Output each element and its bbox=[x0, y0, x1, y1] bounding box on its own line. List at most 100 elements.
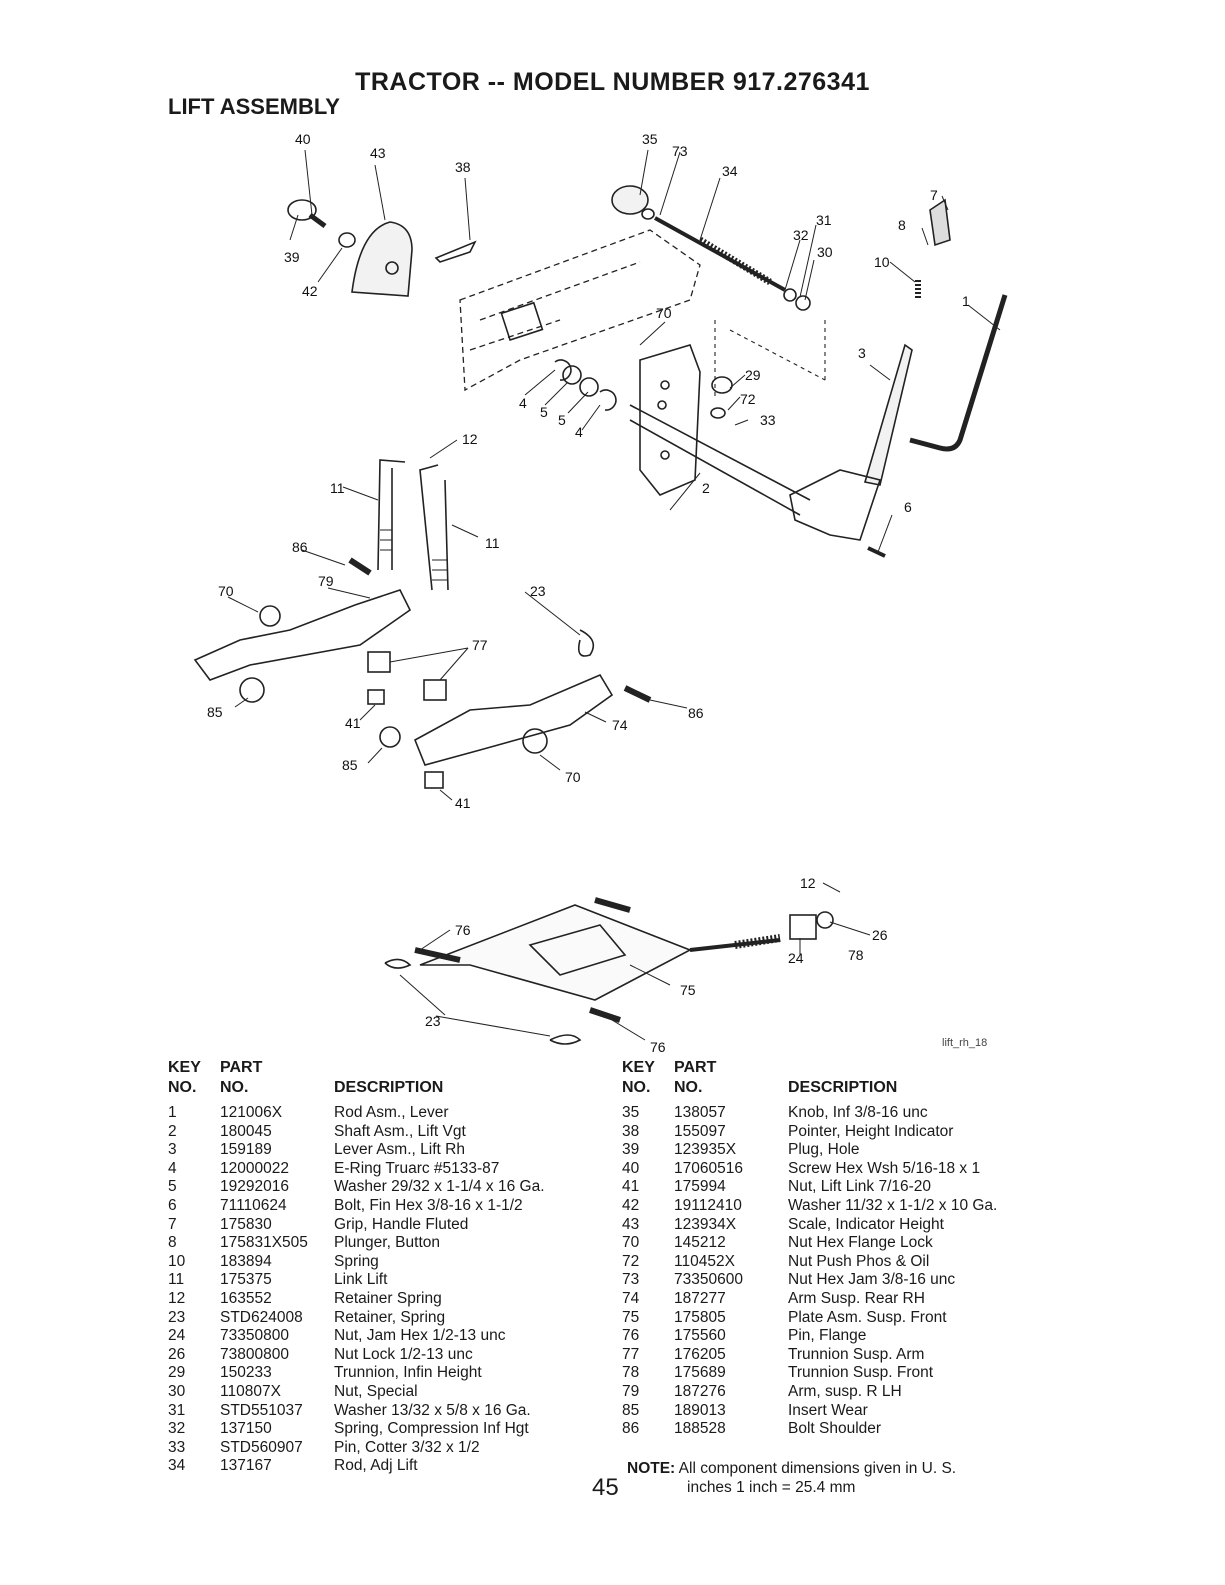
part-no: 189013 bbox=[674, 1401, 726, 1419]
key-no: 5 bbox=[168, 1178, 177, 1196]
svg-text:4: 4 bbox=[575, 424, 583, 440]
description: Trunnion Susp. Front bbox=[788, 1364, 934, 1382]
lever-pivot bbox=[789, 469, 882, 541]
washer-31 bbox=[795, 295, 811, 311]
trunnion-77 bbox=[367, 651, 391, 673]
svg-text:39: 39 bbox=[284, 249, 300, 265]
key-no: 40 bbox=[622, 1159, 640, 1177]
key-no: 78 bbox=[622, 1364, 640, 1382]
link-lift-right bbox=[419, 464, 449, 591]
part-no: 180045 bbox=[220, 1122, 272, 1140]
part-no: 110807X bbox=[220, 1382, 281, 1400]
key-no: 85 bbox=[622, 1401, 640, 1419]
key-no: 72 bbox=[622, 1252, 640, 1270]
key-no: 1 bbox=[168, 1104, 177, 1121]
description: Pin, Cotter 3/32 x 1/2 bbox=[334, 1438, 480, 1456]
front-trunnion bbox=[789, 914, 817, 940]
callout-labels: 40 43 38 39 42 35 73 34 31 32 30 7 8 10 … bbox=[207, 131, 987, 1055]
key-no: 42 bbox=[622, 1196, 640, 1214]
key-no: 33 bbox=[168, 1438, 186, 1456]
retainer-spring-23b bbox=[549, 1034, 582, 1045]
key-no: 74 bbox=[622, 1289, 640, 1307]
svg-text:2: 2 bbox=[702, 480, 710, 496]
svg-text:6: 6 bbox=[904, 499, 912, 515]
insert-wear-85 bbox=[239, 677, 265, 703]
flange-nut-70 bbox=[259, 605, 281, 627]
part-no-header: PART bbox=[674, 1059, 717, 1076]
svg-text:7: 7 bbox=[930, 187, 938, 203]
key-no: 38 bbox=[622, 1122, 640, 1140]
description: Pin, Flange bbox=[788, 1327, 867, 1345]
flange-pin-76c bbox=[414, 947, 461, 963]
key-no: 31 bbox=[168, 1401, 186, 1419]
description: Washer 29/32 x 1-1/4 x 16 Ga. bbox=[334, 1178, 545, 1196]
description: Nut, Jam Hex 1/2-13 unc bbox=[334, 1327, 506, 1345]
svg-text:76: 76 bbox=[650, 1039, 666, 1055]
description-header: DESCRIPTION bbox=[788, 1079, 898, 1096]
svg-text:8: 8 bbox=[898, 217, 906, 233]
svg-text:34: 34 bbox=[722, 163, 738, 179]
retainer-spring-23 bbox=[577, 629, 595, 657]
part-no: STD624008 bbox=[220, 1308, 303, 1326]
description: Lever Asm., Lift Rh bbox=[334, 1141, 465, 1159]
svg-text:29: 29 bbox=[745, 367, 761, 383]
key-no: 4 bbox=[168, 1159, 177, 1177]
description: Pointer, Height Indicator bbox=[788, 1122, 954, 1140]
svg-text:11: 11 bbox=[330, 480, 345, 496]
description: Link Lift bbox=[334, 1271, 388, 1289]
key-no: 12 bbox=[168, 1289, 186, 1307]
svg-text:33: 33 bbox=[760, 412, 776, 428]
height-pointer bbox=[434, 240, 477, 263]
part-no: 123935X bbox=[674, 1141, 737, 1159]
description: Retainer, Spring bbox=[334, 1308, 446, 1326]
svg-text:78: 78 bbox=[848, 947, 864, 963]
key-no-header: KEY bbox=[622, 1059, 655, 1076]
part-no: 123934X bbox=[674, 1215, 737, 1233]
part-no: 73800800 bbox=[220, 1345, 289, 1363]
leader-lines bbox=[227, 149, 1001, 1041]
lift-assembly-diagram: 40 43 38 39 42 35 73 34 31 32 30 7 8 10 … bbox=[193, 131, 1008, 1055]
svg-text:41: 41 bbox=[455, 795, 471, 811]
part-no: STD560907 bbox=[220, 1438, 303, 1456]
description: Rod Asm., Lever bbox=[334, 1104, 449, 1121]
key-no: 8 bbox=[168, 1234, 177, 1252]
key-no: 26 bbox=[168, 1345, 186, 1363]
svg-text:41: 41 bbox=[345, 715, 361, 731]
description: Knob, Inf 3/8-16 unc bbox=[788, 1104, 928, 1121]
key-no: 30 bbox=[168, 1382, 186, 1400]
key-no: 23 bbox=[168, 1308, 186, 1326]
compression-spring bbox=[698, 236, 772, 286]
description: Washer 11/32 x 1-1/2 x 10 Ga. bbox=[788, 1196, 998, 1214]
description: Plate Asm. Susp. Front bbox=[788, 1308, 947, 1326]
svg-text:11: 11 bbox=[485, 535, 500, 551]
key-no: 41 bbox=[622, 1178, 640, 1196]
description: Washer 13/32 x 5/8 x 16 Ga. bbox=[334, 1401, 531, 1419]
key-no: 79 bbox=[622, 1382, 640, 1400]
trunnion bbox=[711, 376, 733, 394]
svg-text:12: 12 bbox=[800, 875, 816, 891]
part-no: 176205 bbox=[674, 1345, 726, 1363]
part-no: 110452X bbox=[674, 1252, 735, 1270]
retainer-spring-23c bbox=[384, 958, 412, 969]
svg-text:31: 31 bbox=[816, 212, 832, 228]
part-no: 137167 bbox=[220, 1457, 272, 1475]
shoulder-bolt-86b bbox=[623, 685, 652, 703]
part-no: 175805 bbox=[674, 1308, 726, 1326]
dimension-note: NOTE: All component dimensions given in … bbox=[627, 1460, 957, 1496]
washer-5 bbox=[562, 365, 582, 385]
key-no: 35 bbox=[622, 1104, 640, 1121]
e-ring-b bbox=[599, 389, 617, 411]
part-no: 188528 bbox=[674, 1420, 726, 1438]
part-no: 73350600 bbox=[674, 1271, 743, 1289]
page-number: 45 bbox=[592, 1474, 619, 1501]
